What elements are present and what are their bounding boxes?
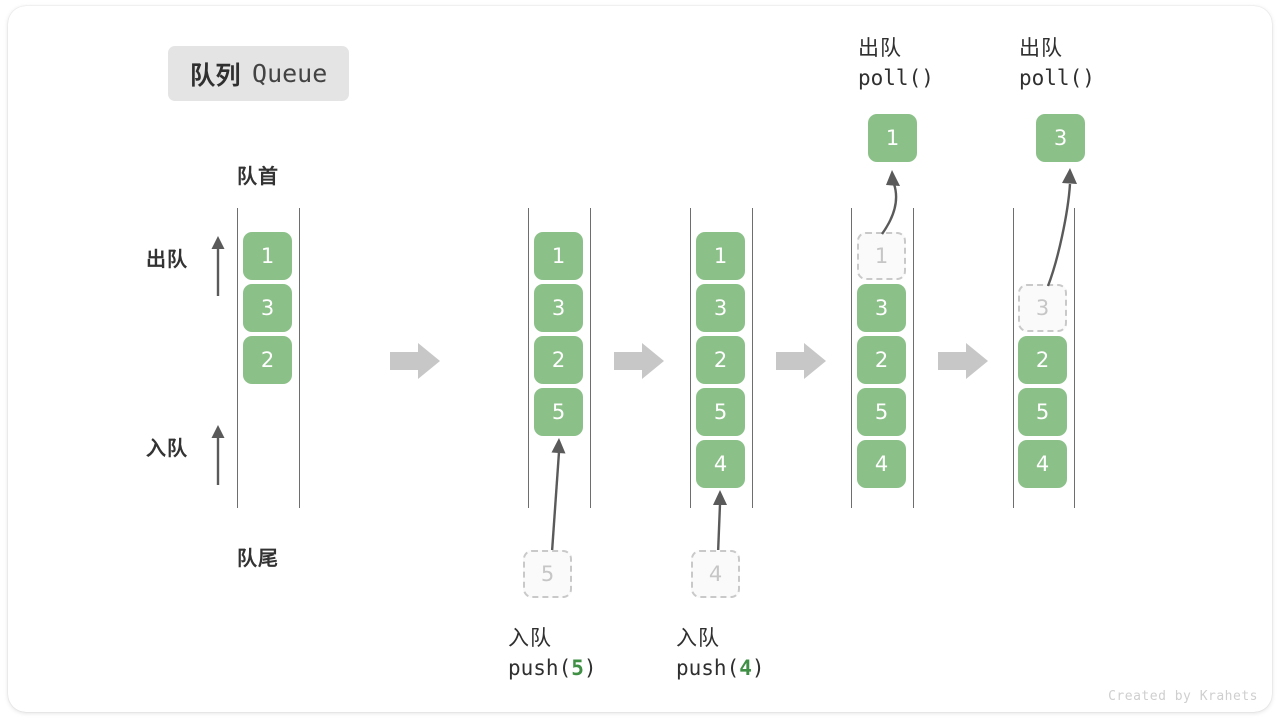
queue-element: 4	[1018, 440, 1067, 488]
queue-element: 2	[534, 336, 583, 384]
popped-element-3: 3	[1036, 114, 1085, 162]
push-4-label-cn: 入队	[676, 626, 720, 650]
poll-2-label-code: poll()	[1019, 66, 1095, 90]
push-5-code-prefix: push(	[508, 656, 572, 680]
queue-element: 4	[696, 440, 745, 488]
dequeue-side-label: 出队	[146, 247, 188, 271]
poll-1-label-cn: 出队	[858, 36, 902, 60]
queue-element: 3	[696, 284, 745, 332]
queue-element: 5	[857, 388, 906, 436]
rail-right-col2	[590, 208, 591, 508]
title-chinese: 队列	[190, 60, 242, 90]
title-badge: 队列 Queue	[168, 46, 350, 101]
queue-element: 2	[696, 336, 745, 384]
queue-element: 5	[534, 388, 583, 436]
push-4-code-value: 4	[739, 656, 752, 680]
rail-right-col3	[752, 208, 753, 508]
poll-2-label-cn: 出队	[1019, 36, 1063, 60]
queue-element: 2	[1018, 336, 1067, 384]
queue-element: 1	[243, 232, 292, 280]
push-4-arrow	[713, 490, 727, 555]
queue-element: 5	[696, 388, 745, 436]
queue-element: 1	[696, 232, 745, 280]
poll-2-arrow	[1046, 168, 1077, 287]
queue-element-removed: 3	[1018, 284, 1067, 332]
dequeue-direction-arrow	[211, 236, 225, 296]
push-5-code-value: 5	[571, 656, 584, 680]
rail-right-col5	[1074, 208, 1075, 508]
pending-element-5: 5	[523, 550, 572, 598]
rail-left-col5	[1013, 208, 1014, 508]
step-arrow-icon	[390, 343, 440, 379]
queue-element: 4	[857, 440, 906, 488]
poll-1-arrow	[881, 170, 900, 235]
rail-left-col2	[528, 208, 529, 508]
rail-left-col1	[237, 208, 238, 508]
title-english: Queue	[252, 59, 328, 88]
queue-element: 3	[243, 284, 292, 332]
queue-element: 3	[857, 284, 906, 332]
enqueue-direction-arrow	[211, 425, 225, 485]
queue-element: 5	[1018, 388, 1067, 436]
push-5-arrow	[550, 438, 566, 553]
push-5-label-cn: 入队	[508, 626, 552, 650]
step-arrow-icon	[776, 343, 826, 379]
queue-element: 2	[243, 336, 292, 384]
step-arrow-icon	[938, 343, 988, 379]
push-5-label-code: push(5)	[508, 656, 597, 680]
rail-right-col4	[913, 208, 914, 508]
rail-left-col3	[690, 208, 691, 508]
push-4-label-code: push(4)	[676, 656, 765, 680]
enqueue-side-label: 入队	[146, 436, 188, 460]
rail-right-col1	[299, 208, 300, 508]
poll-1-label-code: poll()	[858, 66, 934, 90]
queue-tail-label: 队尾	[237, 546, 279, 570]
push-4-code-prefix: push(	[676, 656, 740, 680]
popped-element-1: 1	[868, 114, 917, 162]
push-4-code-suffix: )	[751, 656, 765, 680]
watermark: Created by Krahets	[1108, 689, 1258, 704]
step-arrow-icon	[614, 343, 664, 379]
queue-element: 2	[857, 336, 906, 384]
rail-left-col4	[851, 208, 852, 508]
pending-element-4: 4	[691, 550, 740, 598]
queue-head-label: 队首	[237, 164, 279, 188]
queue-element: 3	[534, 284, 583, 332]
push-5-code-suffix: )	[583, 656, 597, 680]
queue-element: 1	[534, 232, 583, 280]
